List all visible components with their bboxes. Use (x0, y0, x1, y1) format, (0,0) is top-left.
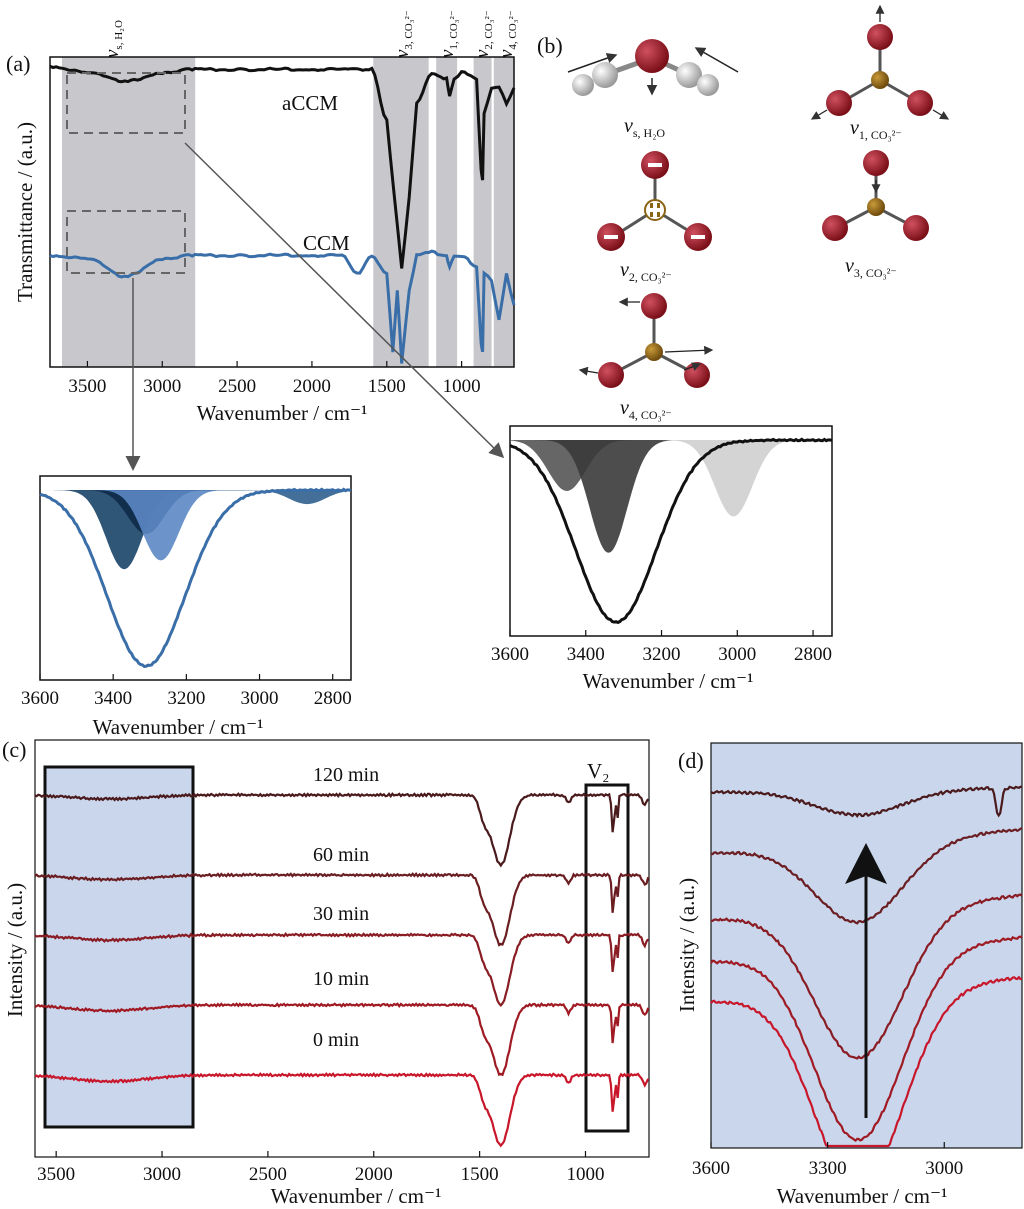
panel-c-series: 120 min 60 min 30 min 10 min 0 min (34, 764, 650, 1148)
series-label-60-min: 60 min (313, 844, 369, 866)
series-60-min (34, 871, 650, 947)
a-tick-label-1000: 1000 (443, 376, 481, 397)
carbonate-v4-molecule (578, 293, 714, 388)
a-tick-label-2500: 2500 (218, 376, 256, 397)
c-tick-label-2000: 2000 (355, 1164, 393, 1185)
panel-a-series (49, 64, 516, 364)
inset2-tick-label-3200: 3200 (643, 644, 681, 665)
inset2-tick-label-3000: 3000 (718, 644, 756, 665)
time-trend-arrowhead (845, 843, 887, 884)
carbonate-v2-molecule (597, 151, 712, 251)
panel-b-label: (b) (537, 33, 563, 58)
c-tick-label-3500: 3500 (37, 1164, 75, 1185)
a-tick-label-1500: 1500 (368, 376, 406, 397)
series-10-min (34, 1002, 650, 1077)
panel-d-chart: (d) 3600 3300 3000 Intensity / (a.u.) Wave… (675, 742, 1023, 1208)
panel-a-x-axis-label: Wavenumber / cm⁻¹ (197, 401, 368, 425)
series-ccm (49, 249, 516, 364)
v2-box-label: V₂ (587, 759, 610, 783)
carbonate-v1-molecule (810, 4, 950, 120)
c-tick-label-2500: 2500 (249, 1164, 287, 1185)
inset-accm-components (509, 437, 833, 625)
panel-d-x-ticks: 3600 3300 3000 (692, 1142, 963, 1179)
inset-accm-deconvolution: 3600 3400 3200 3000 2800 Wavenumber / cm⁻¹ (491, 425, 833, 693)
series-30-min (34, 932, 650, 1007)
label-v3-mode: ν3, CO₃²⁻ (845, 255, 897, 280)
series-4 (710, 975, 1023, 1148)
component-1 (40, 490, 351, 534)
series-accm (49, 64, 516, 269)
oh-region-box (43, 765, 195, 1129)
inset-ccm-x-axis-label: Wavenumber / cm⁻¹ (93, 715, 264, 739)
panel-c-x-axis-label: Wavenumber / cm⁻¹ (271, 1184, 442, 1208)
c-tick-label-1000: 1000 (566, 1164, 604, 1185)
series-label-accm: aCCM (282, 91, 338, 115)
band-label-v1: ν1, CO₃²⁻ (437, 10, 460, 58)
inset1-tick-label-2800: 2800 (314, 688, 352, 709)
water-molecule (567, 39, 739, 96)
panel-a-x-ticks: 3500 3000 2500 2000 1500 1000 (68, 361, 481, 397)
inset2-tick-label-3600: 3600 (491, 644, 529, 665)
panel-d-label: (d) (678, 748, 704, 773)
series-label-0-min: 0 min (313, 1029, 359, 1051)
series-label-10-min: 10 min (313, 968, 369, 990)
inset-ccm-components (39, 487, 352, 669)
inset-ccm-x-ticks: 3600 3400 3200 3000 2800 (21, 674, 352, 709)
absorption-band-2 (436, 57, 458, 367)
inset-accm-x-ticks: 3600 3400 3200 3000 2800 (491, 630, 832, 665)
series-label-30-min: 30 min (313, 903, 369, 925)
band-label-v4: ν4, CO₃²⁻ (496, 10, 519, 58)
c-tick-label-3000: 3000 (143, 1164, 181, 1185)
panel-a-chart: 3500 3000 2500 2000 1500 1000 (a) Transmittan… (6, 10, 519, 471)
panel-d-y-axis-label: Intensity / (a.u.) (675, 878, 699, 1012)
panel-d-x-axis-label: Wavenumber / cm⁻¹ (777, 1184, 948, 1208)
series-0 (710, 785, 1023, 818)
a-tick-label-3500: 3500 (68, 376, 106, 397)
inset-accm-x-axis-label: Wavenumber / cm⁻¹ (583, 669, 754, 693)
panel-c-y-axis-label: Intensity / (a.u.) (3, 883, 27, 1017)
d-tick-label-3000: 3000 (925, 1158, 963, 1179)
panel-a-label: (a) (6, 51, 30, 76)
inset1-tick-label-3000: 3000 (241, 688, 279, 709)
panel-b-vibration-modes: (b) νs, H₂O ν1, CO₃² (537, 4, 950, 422)
d-tick-label-3300: 3300 (809, 1158, 847, 1179)
series-label-ccm: CCM (303, 231, 350, 255)
band-label-v3: ν3, CO₃²⁻ (392, 10, 415, 58)
envelope-curve (39, 487, 352, 669)
panel-a-y-axis-label: Transmittance / (a.u.) (13, 122, 37, 302)
band-label-v2: ν2, CO₃²⁻ (472, 10, 495, 58)
inset1-tick-label-3600: 3600 (21, 688, 59, 709)
panel-a-frame (49, 56, 515, 368)
label-v4-mode: ν4, CO₃²⁻ (620, 397, 672, 422)
inset1-tick-label-3400: 3400 (94, 688, 132, 709)
a-tick-label-2000: 2000 (293, 376, 331, 397)
d-tick-label-3600: 3600 (692, 1158, 730, 1179)
series-0-min (34, 1072, 650, 1148)
inset2-tick-label-3400: 3400 (567, 644, 605, 665)
component-0 (40, 490, 351, 570)
inset1-tick-label-3200: 3200 (167, 688, 205, 709)
panel-c-label: (c) (2, 737, 26, 762)
series-3 (710, 935, 1023, 1143)
c-tick-label-1500: 1500 (461, 1164, 499, 1185)
v2-region-box (584, 783, 630, 1133)
series-120-min (34, 792, 650, 868)
inset-ccm-frame (39, 475, 352, 681)
absorption-band-4 (493, 57, 514, 367)
component-1 (510, 440, 832, 553)
label-v2-mode: ν2, CO₃²⁻ (620, 259, 672, 284)
band-label-vs-h2o: νs, H₂O (102, 20, 125, 58)
component-2 (510, 440, 832, 517)
label-h2o-mode: νs, H₂O (624, 115, 665, 140)
zoom-arrow-accm (184, 142, 505, 459)
series-label-120-min: 120 min (313, 764, 379, 786)
panel-c-chart: (c) V₂ 120 min 60 min 30 min 10 min 0 min 35… (2, 737, 650, 1208)
inset-ccm-deconvolution: 3600 3400 3200 3000 2800 Wavenumber / cm⁻¹ (21, 475, 352, 739)
inset2-tick-label-2800: 2800 (794, 644, 832, 665)
a-tick-label-3000: 3000 (143, 376, 181, 397)
envelope-curve (509, 437, 833, 625)
carbonate-v3-molecule (822, 150, 929, 241)
panel-c-x-ticks: 3500 3000 2500 2000 1500 1000 (37, 1151, 604, 1185)
label-v1-mode: ν1, CO₃²⁻ (850, 117, 902, 142)
